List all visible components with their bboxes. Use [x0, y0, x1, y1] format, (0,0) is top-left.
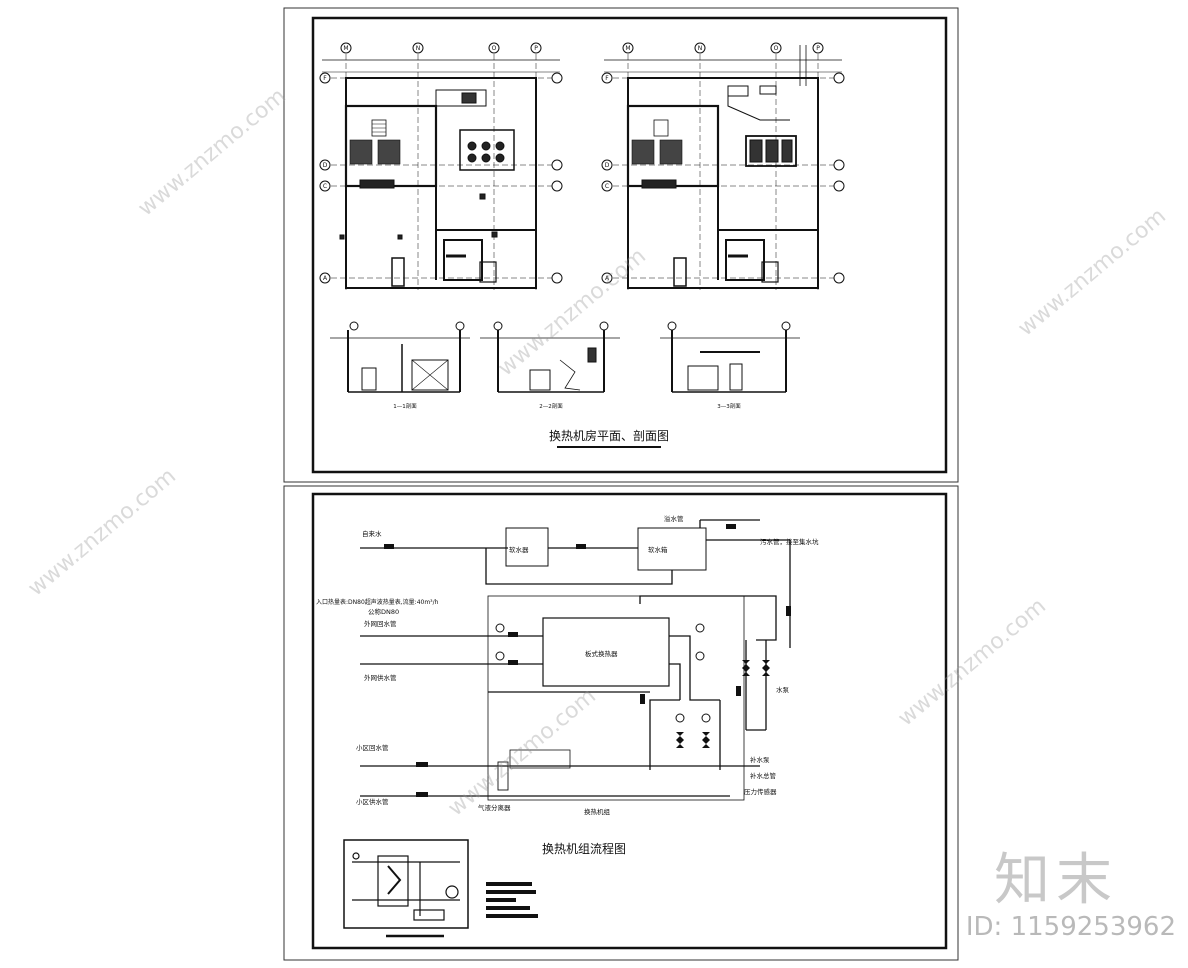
axis-label: N [698, 45, 703, 52]
top-panel-title: 换热机房平面、剖面图 [549, 428, 669, 443]
legend-notes [486, 882, 538, 918]
brand-id-text: ID: 1159253962 [965, 912, 1176, 942]
label-makeup-pipe: 补水总管 [750, 771, 777, 780]
label-makeup-pump: 补水泵 [750, 755, 770, 764]
axis-label: F [605, 75, 609, 82]
bottom-frame-inner [311, 492, 948, 950]
brand-logo: 知末 [994, 848, 1118, 913]
plan-right [604, 45, 842, 290]
label-overflow: 溢水管 [664, 514, 684, 523]
flow-components [384, 524, 791, 797]
label-public-valve: 公称DN80 [368, 607, 399, 616]
label-outer-supply: 外网供水管 [364, 673, 397, 682]
axis-label: D [605, 162, 610, 169]
label-district-supply: 小区供水管 [356, 797, 389, 806]
label-city-water: 自来水 [362, 529, 382, 538]
section-caption-2: 2—2剖面 [539, 402, 563, 410]
bottom-panel-title: 换热机组流程图 [542, 841, 626, 856]
label-pressure: 压力传感器 [744, 787, 777, 796]
label-plate-hx: 板式换热器 [585, 649, 618, 658]
label-separator: 气液分离器 [478, 803, 511, 812]
label-softener: 软水器 [509, 545, 529, 554]
axis-label: P [816, 45, 820, 52]
plan-left-axis-bubbles [319, 42, 563, 284]
label-district-return: 小区回水管 [356, 743, 389, 752]
bottom-frame-outer [283, 485, 959, 961]
section-caption-3: 3—3剖面 [717, 402, 741, 410]
axis-label: N [416, 45, 421, 52]
axis-label: O [492, 45, 497, 52]
axis-label: P [534, 45, 538, 52]
label-pump: 水泵 [776, 685, 790, 694]
label-unit: 换热机组 [584, 807, 611, 816]
label-soft-tank: 软水箱 [648, 545, 668, 554]
axis-label: D [323, 162, 328, 169]
axis-label: A [605, 275, 610, 282]
axis-label: O [774, 45, 779, 52]
axis-label: F [323, 75, 327, 82]
axis-label: A [323, 275, 328, 282]
label-sewage: 污水管，接至集水坑 [760, 537, 819, 546]
plan-right-axis-bubbles [601, 42, 845, 284]
label-outer-return: 外网回水管 [364, 619, 397, 628]
legend-diagram [343, 839, 469, 938]
axis-label: C [323, 183, 327, 190]
section-caption-1: 1—1剖面 [393, 402, 417, 410]
flow-diagram [360, 519, 791, 801]
axis-label: M [343, 45, 348, 52]
axis-label: M [625, 45, 630, 52]
top-frame-outer [283, 7, 959, 483]
top-frame-inner [311, 16, 948, 474]
plan-left [322, 45, 560, 290]
axis-label: C [605, 183, 609, 190]
label-entry-meter: 入口热量表:DN80超声波热量表,流量:40m³/h [316, 598, 439, 606]
sections [330, 321, 800, 393]
